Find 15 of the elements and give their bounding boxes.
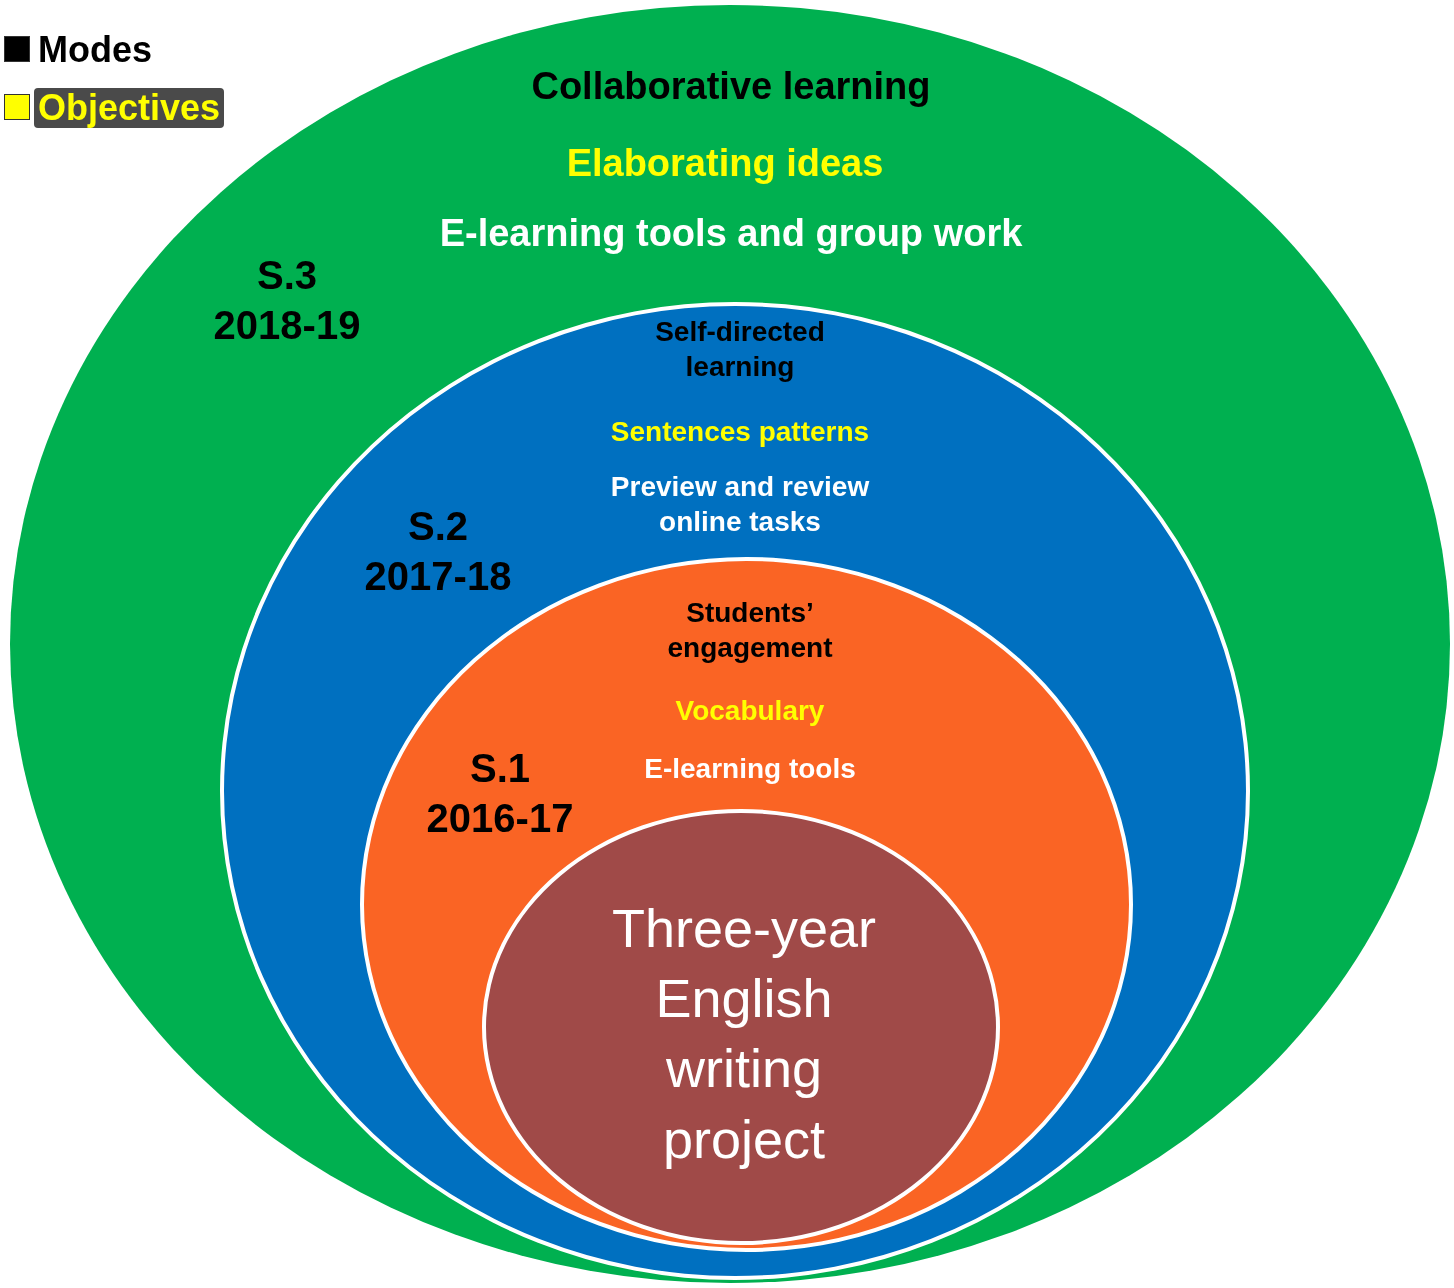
objective-text: Sentences patterns	[609, 415, 871, 449]
means-text: E-learning tools	[643, 752, 857, 786]
year-label: S.3 2018-19	[212, 252, 362, 349]
mode-text: Collaborative learning	[530, 64, 932, 109]
legend-label: Objectives	[34, 88, 225, 128]
means-text: E-learning tools and group work	[438, 211, 1024, 256]
year-label: S.1 2016-17	[425, 745, 575, 842]
mode-text: Self-directed learning	[654, 315, 826, 384]
year-label: S.2 2017-18	[363, 503, 513, 600]
objective-text: Vocabulary	[674, 694, 826, 728]
center-title: Three-year English writing project	[610, 897, 878, 1171]
legend-label: Modes	[37, 30, 153, 70]
objective-text: Elaborating ideas	[565, 141, 885, 186]
means-text: Preview and review online tasks	[609, 470, 871, 539]
mode-text: Students’ engagement	[666, 596, 834, 665]
